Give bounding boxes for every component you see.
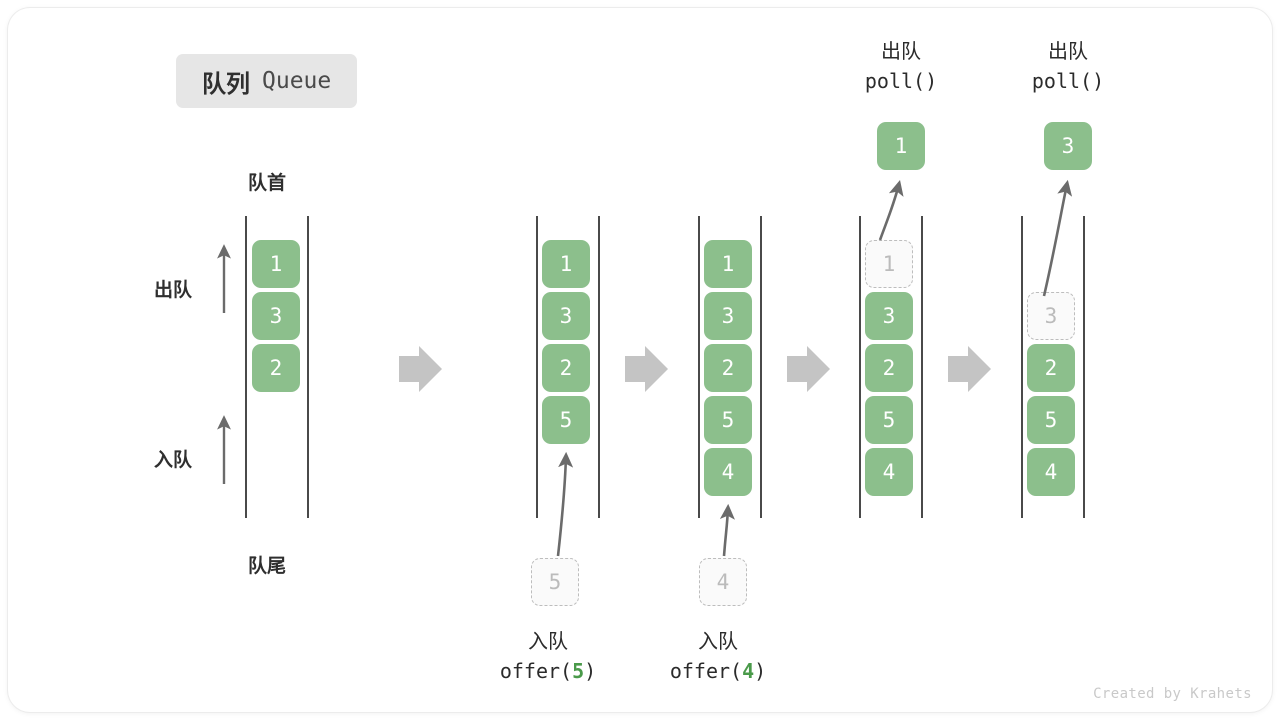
code-arg: 5 [572, 659, 585, 683]
rail-left-2 [698, 216, 700, 518]
offer-4-arrow-icon [719, 503, 735, 557]
poll-3-arrow-icon [1042, 179, 1073, 297]
operation-code: poll() [968, 67, 1168, 96]
queue-cell-ghost: 3 [1027, 292, 1075, 340]
operation-code: offer(5) [448, 657, 648, 686]
code-prefix: poll( [864, 69, 926, 93]
title-cn: 队列 [202, 70, 250, 98]
queue-head-label: 队首 [248, 173, 287, 194]
operation-label-poll-3: 出队 poll() [968, 38, 1168, 96]
step-arrow-icon [787, 346, 830, 392]
operation-cn: 出队 [1048, 41, 1088, 63]
queue-cell: 3 [252, 292, 300, 340]
queue-cell: 1 [252, 240, 300, 288]
queue-cell: 1 [542, 240, 590, 288]
queue-tail-label: 队尾 [248, 556, 287, 577]
operation-cn: 入队 [528, 631, 568, 653]
queue-cell-ghost: 1 [865, 240, 913, 288]
code-prefix: offer( [669, 659, 743, 683]
rail-left-1 [536, 216, 538, 518]
offer-5-arrow-icon [556, 451, 574, 557]
credit-text: Created by Krahets [1093, 686, 1252, 702]
queue-cell: 2 [865, 344, 913, 392]
rail-right-2 [760, 216, 762, 518]
diagram-stage: 队列 Queue 队首 队尾 出队 入队 1 3 2 1 3 2 5 1 3 2… [8, 8, 1272, 712]
operation-cn: 入队 [698, 631, 738, 653]
rail-right-4 [1083, 216, 1085, 518]
step-arrow-icon [948, 346, 991, 392]
code-prefix: poll( [1031, 69, 1093, 93]
operation-label-poll-1: 出队 poll() [801, 38, 1001, 96]
code-arg: 4 [742, 659, 755, 683]
poll-1-arrow-icon [878, 179, 904, 241]
operation-label-offer-5: 入队 offer(5) [448, 628, 648, 686]
queue-cell: 2 [542, 344, 590, 392]
queue-cell: 5 [1027, 396, 1075, 444]
diagram-card: 队列 Queue 队首 队尾 出队 入队 1 3 2 1 3 2 5 1 3 2… [8, 8, 1272, 712]
title-badge: 队列 Queue [176, 54, 358, 108]
queue-cell: 5 [704, 396, 752, 444]
title-en: Queue [262, 68, 332, 94]
code-suffix: ) [1092, 69, 1105, 93]
queue-cell: 1 [704, 240, 752, 288]
polled-result-cell: 1 [877, 122, 925, 170]
operation-label-offer-4: 入队 offer(4) [618, 628, 818, 686]
code-suffix: ) [754, 659, 767, 683]
step-arrow-icon [399, 346, 442, 392]
queue-cell: 4 [1027, 448, 1075, 496]
rail-left-0 [245, 216, 247, 518]
polled-result-cell: 3 [1044, 122, 1092, 170]
rail-left-3 [859, 216, 861, 518]
operation-code: offer(4) [618, 657, 818, 686]
step-arrow-icon [625, 346, 668, 392]
code-prefix: offer( [499, 659, 573, 683]
rail-left-4 [1021, 216, 1023, 518]
queue-cell: 5 [542, 396, 590, 444]
queue-cell: 3 [704, 292, 752, 340]
operation-code: poll() [801, 67, 1001, 96]
queue-cell: 5 [865, 396, 913, 444]
code-suffix: ) [584, 659, 597, 683]
incoming-ghost-cell: 5 [531, 558, 579, 606]
queue-cell: 3 [865, 292, 913, 340]
dequeue-side-label: 出队 [154, 280, 193, 301]
incoming-ghost-cell: 4 [699, 558, 747, 606]
queue-cell: 3 [542, 292, 590, 340]
code-suffix: ) [925, 69, 938, 93]
queue-cell: 2 [704, 344, 752, 392]
rail-right-3 [921, 216, 923, 518]
rail-right-1 [598, 216, 600, 518]
rail-right-0 [307, 216, 309, 518]
queue-cell: 4 [704, 448, 752, 496]
queue-cell: 2 [252, 344, 300, 392]
queue-cell: 4 [865, 448, 913, 496]
queue-cell: 2 [1027, 344, 1075, 392]
enqueue-side-label: 入队 [154, 450, 193, 471]
operation-cn: 出队 [881, 41, 921, 63]
